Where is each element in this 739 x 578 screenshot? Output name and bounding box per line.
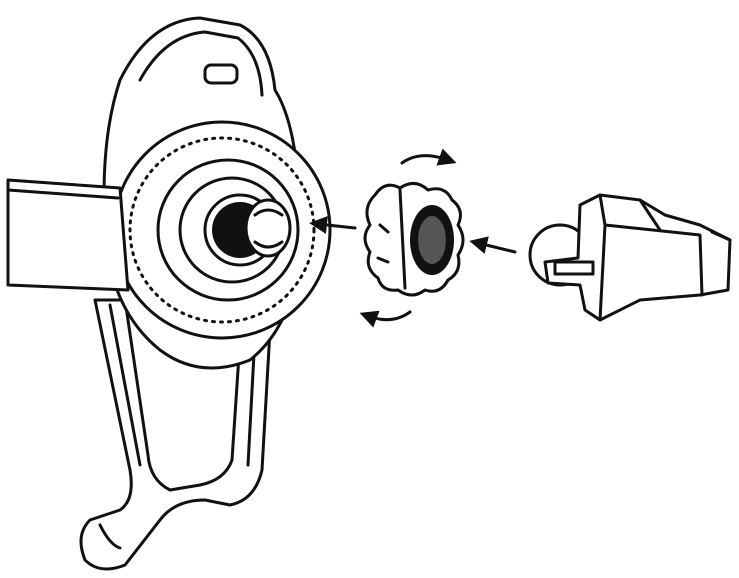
phone-holder [102, 16, 332, 370]
rotate-arrow-top [400, 148, 457, 166]
rotate-arrow-bottom [359, 310, 412, 328]
vent-clip [528, 193, 732, 322]
lock-nut [363, 182, 465, 297]
holder-button [203, 63, 239, 85]
insert-arrow-1 [309, 216, 357, 234]
clamp-arm [6, 178, 130, 292]
insert-arrow-2 [469, 236, 517, 254]
